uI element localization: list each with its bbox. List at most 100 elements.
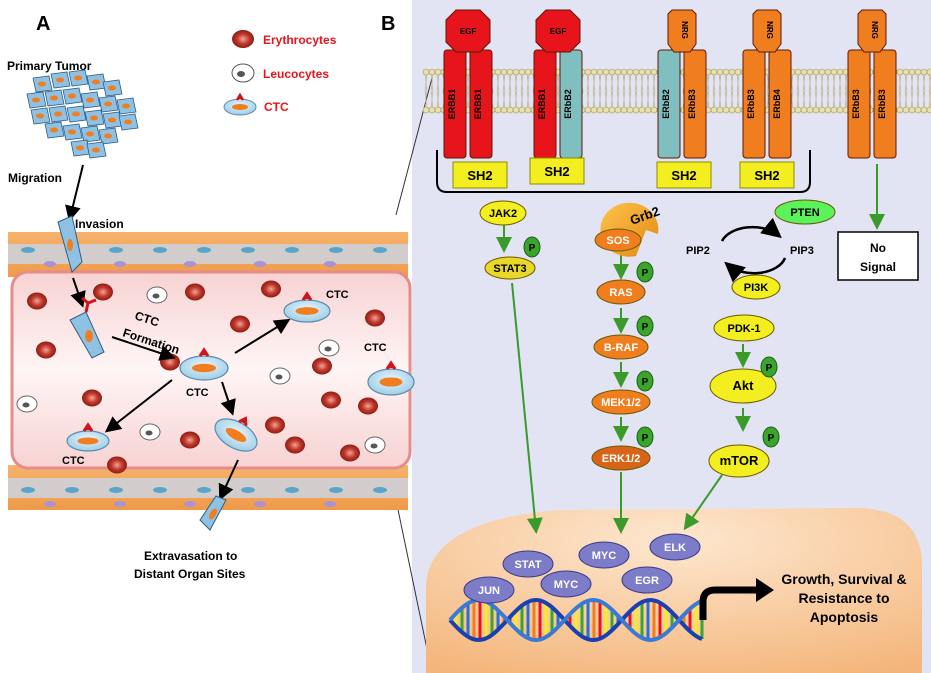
erythrocyte: [285, 436, 305, 454]
lipid-head: [434, 106, 442, 114]
panel-b-letter: B: [381, 13, 395, 35]
ctc-top-label: CTC: [326, 289, 349, 301]
erythrocyte: [93, 283, 113, 301]
ligand-label: NRG: [680, 21, 689, 39]
sh2-label: SH2: [671, 168, 696, 183]
lipid-tail: [622, 74, 626, 108]
lipid-head: [422, 68, 430, 76]
leucocyte-nucleus: [22, 402, 30, 408]
sh2-label: SH2: [467, 168, 492, 183]
pericyte-nucleus: [44, 501, 56, 507]
pericyte-nucleus: [324, 501, 336, 507]
leucocyte-nucleus-icon: [237, 71, 245, 77]
tf-elk: [649, 533, 701, 561]
lipid-head: [824, 68, 832, 76]
lipid-head: [716, 106, 724, 114]
lipid-head: [590, 68, 598, 76]
ctc-center-label: CTC: [186, 387, 209, 399]
ligand-label: NRG: [870, 21, 879, 39]
endothelial-nucleus: [329, 247, 343, 253]
receptor-label: ERbB3: [687, 89, 697, 119]
erythrocyte: [230, 315, 250, 333]
pericyte-nucleus: [254, 501, 266, 507]
endothelial-nucleus: [109, 247, 123, 253]
phosphate-label: P: [766, 363, 773, 374]
intravasation-arrow: [70, 277, 86, 308]
no-signal-label-1: No: [870, 241, 886, 255]
lipid-head: [428, 106, 436, 114]
lipid-head: [500, 68, 508, 76]
akt: [709, 368, 777, 404]
braf-label: B-RAF: [604, 342, 638, 354]
lipid-tail: [736, 74, 740, 108]
tumor-cell-nucleus: [36, 113, 44, 119]
lipid-head: [506, 106, 514, 114]
lipid-head: [806, 68, 814, 76]
phosphate: [762, 426, 780, 448]
lipid-tail: [526, 74, 530, 108]
tumor-cell-nucleus: [76, 145, 84, 151]
endothelial-nucleus: [65, 487, 79, 493]
lipid-tail: [910, 74, 914, 108]
braf: [593, 334, 649, 360]
legend-leucocytes: Leucocytes: [263, 67, 329, 81]
erk: [591, 445, 651, 471]
lipid-head: [908, 68, 916, 76]
lipid-head: [926, 106, 931, 114]
erythrocyte: [36, 341, 56, 359]
tf-label: EGR: [635, 575, 659, 587]
lipid-head: [500, 106, 508, 114]
leucocyte-nucleus: [145, 430, 153, 436]
lipid-head: [728, 106, 736, 114]
ctc-receptor: [385, 360, 397, 370]
lipid-head: [422, 106, 430, 114]
lipid-head: [728, 68, 736, 76]
tumor-cell-nucleus: [122, 103, 130, 109]
lipid-head: [512, 106, 520, 114]
jak2-label: JAK2: [489, 208, 517, 220]
lipid-head: [584, 106, 592, 114]
lipid-head: [524, 68, 532, 76]
lipid-head: [794, 68, 802, 76]
lipid-head: [494, 106, 502, 114]
pdk1: [713, 314, 775, 342]
mek: [591, 389, 651, 415]
lipid-head: [818, 106, 826, 114]
lipid-tail: [466, 74, 470, 108]
ctc-nucleus: [192, 363, 216, 373]
endothelial-nucleus: [373, 487, 387, 493]
ctc-right-label: CTC: [364, 342, 387, 354]
lipid-tail: [604, 74, 608, 108]
lipid-head: [638, 68, 646, 76]
lipid-head: [830, 106, 838, 114]
lipid-head: [602, 106, 610, 114]
erk-label: ERK1/2: [602, 453, 641, 465]
tumor-cell-nucleus: [68, 129, 76, 135]
receptor-subunit: [683, 49, 707, 159]
ctc-bottom: [214, 416, 258, 452]
lipid-head: [914, 68, 922, 76]
receptor-label: ERbB3: [877, 89, 887, 119]
lipid-head: [590, 106, 598, 114]
receptor-subunit: [742, 49, 766, 159]
outcome-label-3: Apoptosis: [810, 609, 879, 625]
lipid-head: [920, 68, 928, 76]
outcome-label-2: Resistance to: [798, 590, 889, 606]
receptor-label: ERbB2: [563, 89, 573, 119]
leucocyte-nucleus: [275, 374, 283, 380]
lipid-head: [512, 68, 520, 76]
endothelial-nucleus: [153, 247, 167, 253]
lipid-tail: [616, 74, 620, 108]
lipid-tail: [610, 74, 614, 108]
phosphate: [760, 356, 778, 378]
pip3-label: PIP3: [790, 245, 814, 257]
lipid-tail: [640, 74, 644, 108]
nrg-ligand: [752, 9, 782, 53]
phosphate: [636, 315, 654, 337]
detaching-ctc: [69, 296, 105, 359]
receptor-label: ERBB1: [473, 89, 483, 120]
lipid-head: [716, 68, 724, 76]
tumor-cell-nucleus: [104, 133, 112, 139]
